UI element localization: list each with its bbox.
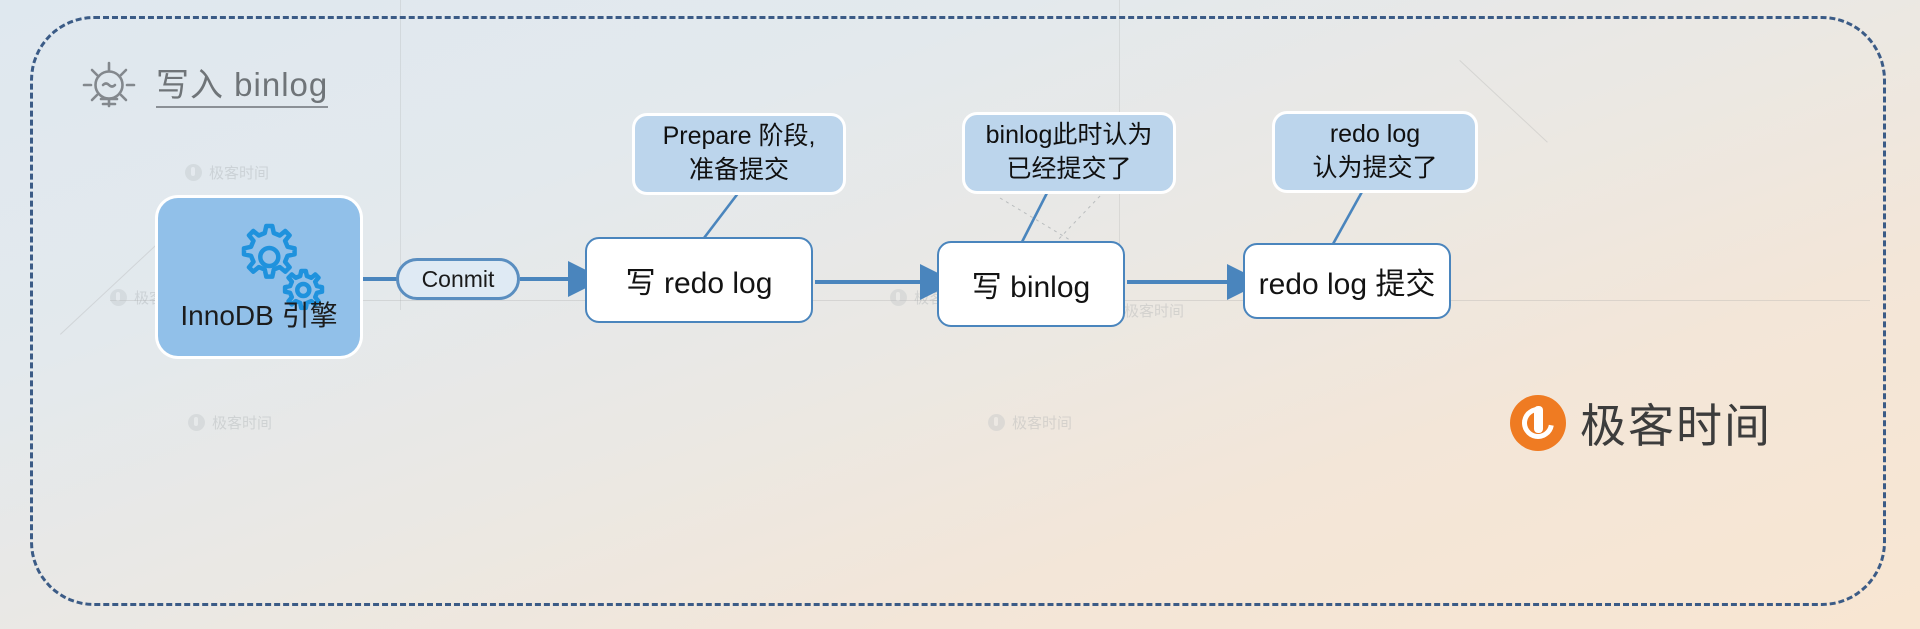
node-innodb-engine[interactable]: InnoDB 引擎 <box>158 198 360 356</box>
section-title-label: 写入 binlog <box>156 66 329 109</box>
lightbulb-icon <box>82 61 136 108</box>
brand-logo: 极客时间 <box>1510 390 1772 456</box>
watermark: 极客时间 <box>988 412 1072 433</box>
callout-line-1: Prepare 阶段, <box>662 122 816 151</box>
watermark: 极客时间 <box>185 162 269 183</box>
section-title: 写入 binlog <box>78 58 329 116</box>
watermark-label: 极客时间 <box>1124 303 1185 320</box>
callout-line-2: 认为提交了 <box>1312 154 1438 182</box>
callout-prepare-stage: Prepare 阶段, 准备提交 <box>635 116 843 192</box>
node-commit-pill-label: Conmit <box>421 265 495 292</box>
callout-redo-log-committed: redo log 认为提交了 <box>1275 114 1475 190</box>
watermark-logo-icon <box>110 289 127 306</box>
watermark-logo-icon <box>188 414 205 431</box>
callout-line-1: redo log <box>1329 120 1421 149</box>
background-hairline <box>400 0 401 310</box>
node-write-redo-log[interactable]: 写 redo log <box>585 237 813 323</box>
callout-binlog-committed: binlog此时认为 已经提交了 <box>965 115 1173 191</box>
node-write-binlog[interactable]: 写 binlog <box>937 241 1125 327</box>
watermark-logo-icon <box>185 164 202 181</box>
node-write-redo-log-label: 写 redo log <box>625 267 773 300</box>
watermark-label: 极客时间 <box>209 165 270 182</box>
callout-line-2: 准备提交 <box>688 156 789 184</box>
node-write-binlog-label: 写 binlog <box>971 271 1091 304</box>
brand-logo-label: 极客时间 <box>1580 400 1772 452</box>
node-redo-log-commit-label: redo log 提交 <box>1258 268 1436 301</box>
watermark-label: 极客时间 <box>212 415 273 432</box>
watermark-label: 极客时间 <box>1012 415 1073 432</box>
callout-line-2: 已经提交了 <box>1006 155 1132 183</box>
node-commit-pill[interactable]: Conmit <box>396 258 520 300</box>
node-redo-log-commit[interactable]: redo log 提交 <box>1243 243 1451 319</box>
watermark: 极客时间 <box>188 412 272 433</box>
gears-icon <box>241 223 325 311</box>
watermark-logo-icon <box>890 289 907 306</box>
callout-line-1: binlog此时认为 <box>985 121 1153 150</box>
watermark-logo-icon <box>988 414 1005 431</box>
node-innodb-engine-label: InnoDB 引擎 <box>180 300 338 331</box>
brand-logo-icon <box>1510 395 1566 451</box>
dashed-frame <box>30 16 1886 606</box>
